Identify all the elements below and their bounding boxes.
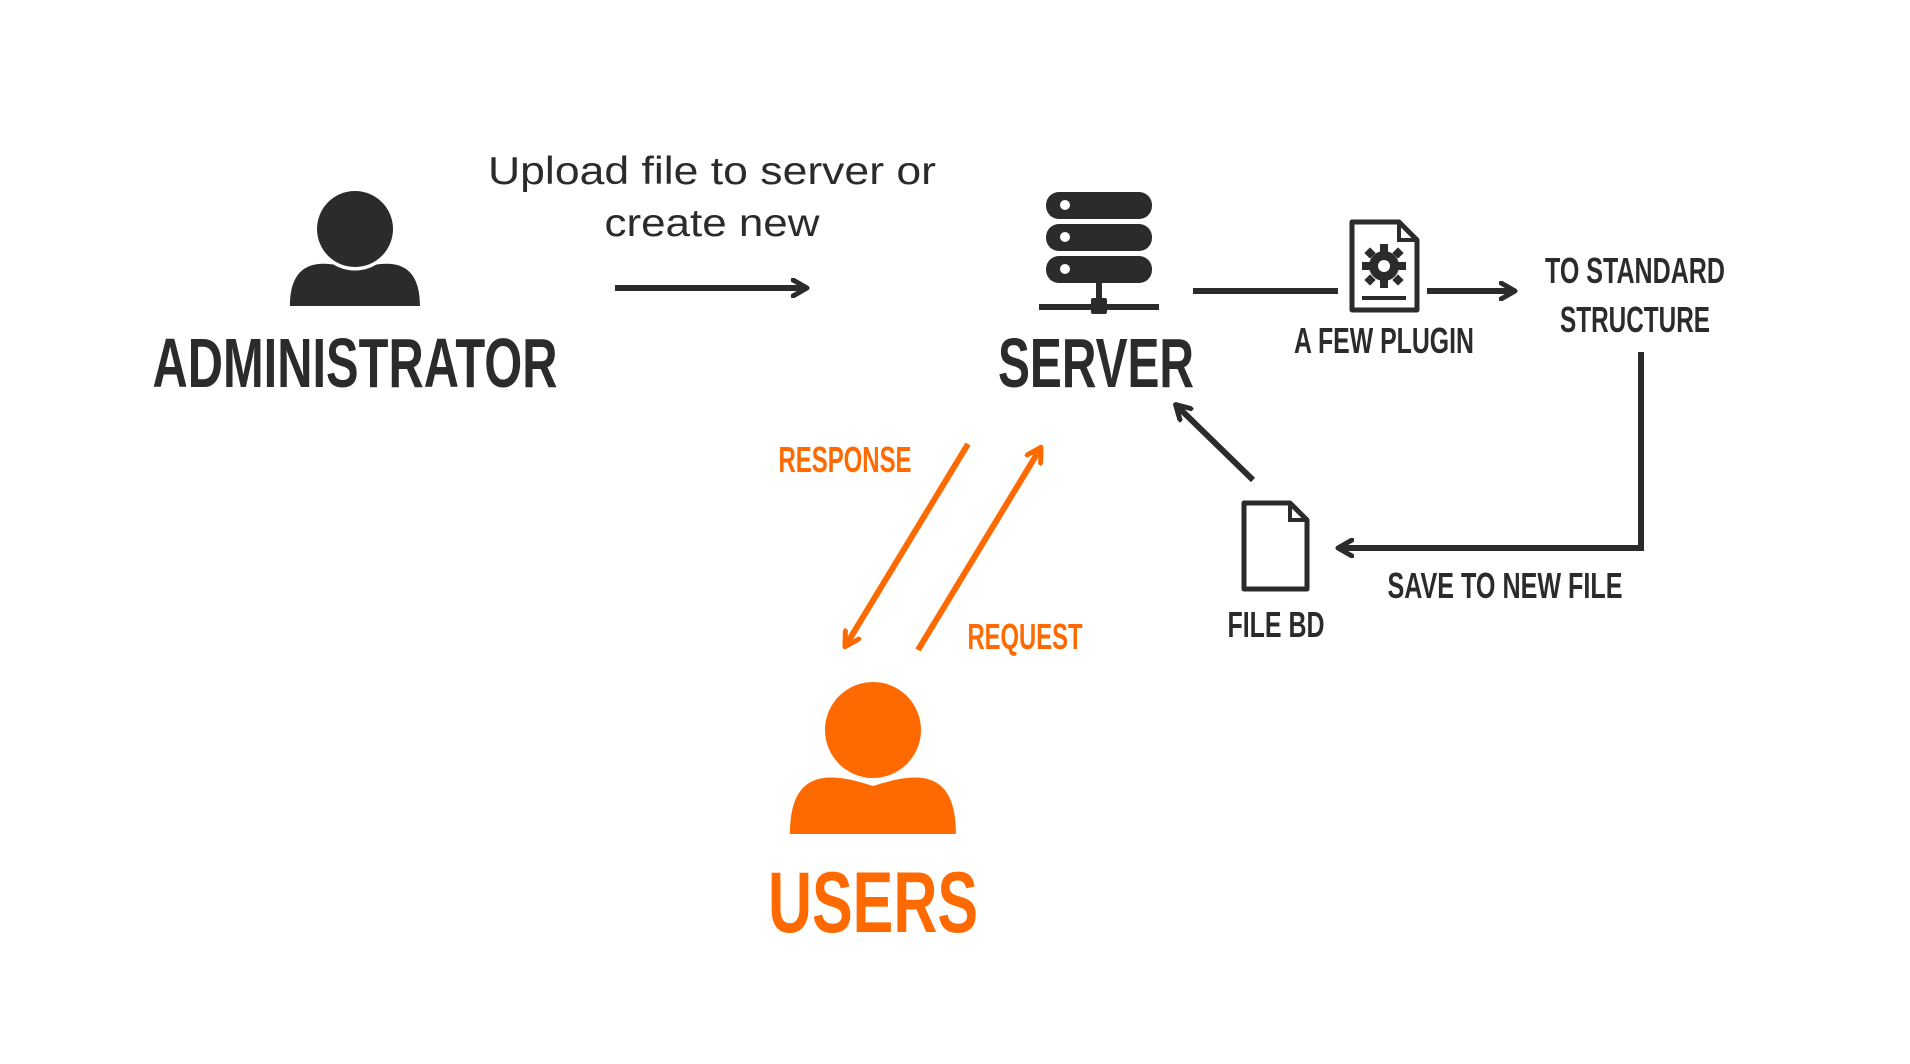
request-arrow (915, 449, 1040, 652)
response-edge: RESPONSE (779, 439, 971, 645)
save-arrow (1340, 352, 1644, 548)
plugin-node: A FEW PLUGIN (1294, 219, 1474, 361)
standard-label-line2: STRUCTURE (1560, 299, 1710, 340)
file-to-server-arrow (1177, 406, 1256, 483)
request-edge: REQUEST (915, 449, 1083, 657)
upload-label-line1: Upload file to server or (488, 150, 936, 193)
server-label: SERVER (998, 324, 1194, 402)
users-person-icon (790, 678, 956, 834)
administrator-label: ADMINISTRATOR (153, 324, 558, 402)
standard-label-line1: TO STANDARD (1545, 250, 1725, 291)
file-bd-node: FILE BD (1228, 500, 1325, 645)
plugin-label: A FEW PLUGIN (1294, 320, 1474, 361)
plugin-gear-document-icon (1349, 219, 1420, 313)
standard-structure-node: TO STANDARD STRUCTURE (1545, 250, 1725, 340)
server-node: SERVER (998, 192, 1194, 402)
server-icon (1039, 192, 1159, 314)
request-label: REQUEST (968, 616, 1083, 657)
users-label: USERS (768, 855, 978, 951)
upload-edge: Upload file to server or create new (488, 150, 936, 288)
administrator-node: ADMINISTRATOR (153, 187, 558, 402)
file-bd-label: FILE BD (1228, 604, 1325, 645)
upload-label-line2: create new (605, 202, 821, 245)
save-label: SAVE TO NEW FILE (1388, 565, 1623, 606)
users-node: USERS (768, 678, 978, 951)
save-edge: SAVE TO NEW FILE (1340, 352, 1644, 606)
administrator-person-icon (290, 187, 420, 306)
file-document-icon (1241, 500, 1310, 592)
response-label: RESPONSE (779, 439, 912, 480)
response-arrow (846, 442, 971, 645)
